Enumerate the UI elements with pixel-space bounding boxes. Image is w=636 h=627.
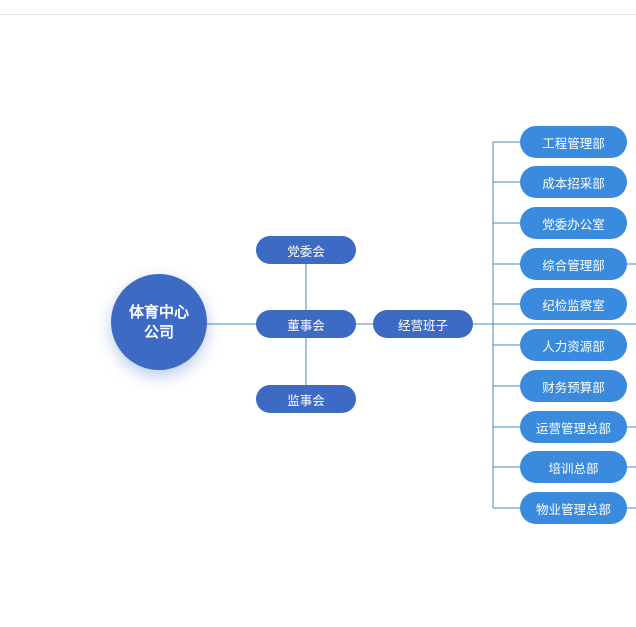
node-department[interactable]: 党委办公室 [520, 207, 627, 239]
node-department[interactable]: 培训总部 [520, 451, 627, 483]
node-department[interactable]: 综合管理部 [520, 248, 627, 280]
root-label-line2: 公司 [143, 323, 174, 341]
root-node-company[interactable]: 体育中心 公司 [111, 274, 207, 370]
node-supervisory-board[interactable]: 监事会 [256, 385, 356, 413]
node-management-team[interactable]: 经营班子 [373, 310, 473, 338]
root-label-line1: 体育中心 [128, 303, 189, 321]
node-department[interactable]: 人力资源部 [520, 329, 627, 361]
node-department[interactable]: 运营管理总部 [520, 411, 627, 443]
node-board-of-directors[interactable]: 董事会 [256, 310, 356, 338]
node-party-committee[interactable]: 党委会 [256, 236, 356, 264]
node-department[interactable]: 成本招采部 [520, 166, 627, 198]
node-department[interactable]: 物业管理总部 [520, 492, 627, 524]
top-divider [0, 14, 636, 15]
node-department[interactable]: 工程管理部 [520, 126, 627, 158]
node-department[interactable]: 财务预算部 [520, 370, 627, 402]
node-department[interactable]: 纪检监察室 [520, 288, 627, 320]
